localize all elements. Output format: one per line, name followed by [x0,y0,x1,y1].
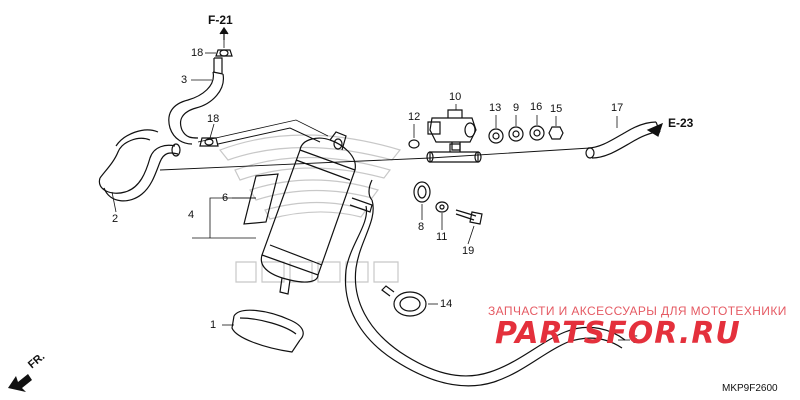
callout-19: 19 [462,245,475,257]
reference-label-top: F-21 [208,13,233,27]
callout-5: 5 [632,334,639,346]
callout-2: 2 [112,213,119,225]
nut-part-15 [548,126,564,140]
washer-part-9 [508,126,524,142]
callout-15: 15 [550,103,563,115]
clip-part-18-lower [199,137,219,147]
callout-11: 11 [436,231,448,243]
tube-joint [426,143,482,163]
callout-14: 14 [440,298,453,310]
hose-part-5 [344,179,626,387]
callout-18-top: 18 [191,47,204,59]
leader-lines [111,40,630,341]
grommet-part-8 [413,181,431,203]
callout-9: 9 [513,102,520,114]
callout-3: 3 [181,74,188,86]
callout-1: 1 [210,319,217,331]
hose-part-2 [98,129,181,202]
callout-4: 4 [188,209,195,221]
arrow-up-icon [219,26,229,40]
band-part-1 [231,309,304,353]
callout-10: 10 [449,91,462,103]
clip-part-18-top [215,49,233,57]
label-pad-part-6 [243,173,279,225]
callout-6: 6 [222,192,229,204]
hose-part-3 [168,57,224,145]
grommet-part-12 [408,139,420,149]
callout-17: 17 [611,102,624,114]
canister-part-4 [260,131,373,295]
reference-label-right: E-23 [668,116,694,130]
clamp-part-14 [381,285,427,317]
collar-part-13 [488,128,504,144]
callout-13: 13 [489,102,502,114]
catalog-code: MKP9F2600 [722,383,778,394]
washer-part-16 [529,125,545,141]
watermark-tagline: ЗАПЧАСТИ И АКСЕССУАРЫ ДЛЯ МОТОТЕХНИКИ [488,304,787,318]
bolt-part-19 [455,209,483,225]
callout-16: 16 [530,101,543,113]
callout-18-lower: 18 [207,113,220,125]
callout-12: 12 [408,111,421,123]
front-direction-arrow-icon [8,374,32,392]
hose-part-17 [585,121,661,159]
washer-part-11 [435,201,449,213]
watermark-brand: PARTSFOR.RU [495,316,741,351]
callout-8: 8 [418,221,425,233]
arrow-right-icon [646,122,663,137]
